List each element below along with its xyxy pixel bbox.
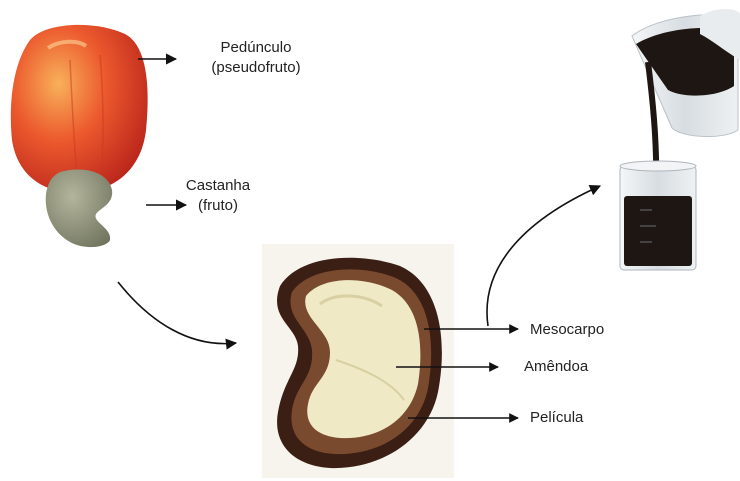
label-pelicula: Película [530, 408, 583, 428]
label-mesocarpo: Mesocarpo [530, 320, 604, 340]
cashew-nut-image [46, 169, 112, 247]
nut-cross-section-image [262, 244, 454, 478]
arrow-to-cross-section [118, 282, 236, 344]
label-pedunculo-line2: (pseudofruto) [186, 58, 326, 78]
label-castanha-line1: Castanha [168, 176, 268, 196]
cashew-apple-image [11, 25, 148, 193]
label-pedunculo: Pedúnculo (pseudofruto) [186, 38, 326, 78]
label-pedunculo-line1: Pedúnculo [186, 38, 326, 58]
arrow-to-liquid [487, 186, 600, 326]
label-amendoa: Amêndoa [524, 357, 588, 377]
label-castanha-line2: (fruto) [168, 196, 268, 216]
liquid-beakers-image [620, 9, 740, 270]
label-castanha: Castanha (fruto) [168, 176, 268, 216]
